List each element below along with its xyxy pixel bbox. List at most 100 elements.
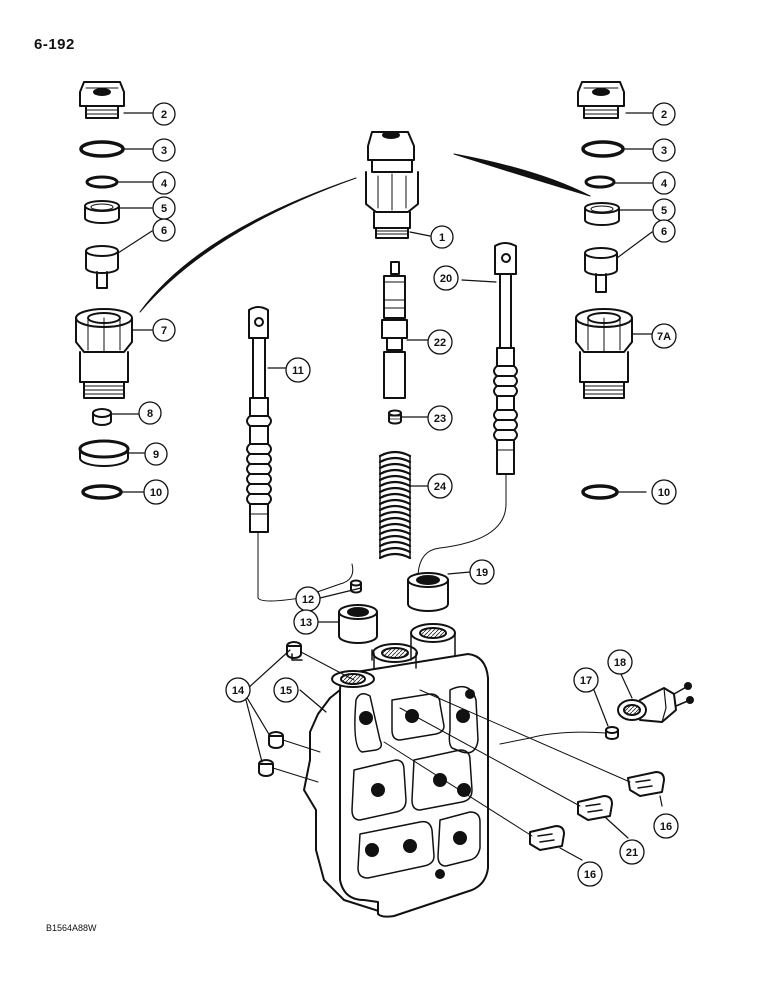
plug-part-left [79, 81, 125, 119]
callout-label: 14 [232, 685, 245, 697]
retaining-clip-part-upper [627, 771, 665, 797]
poppet-part-right [584, 247, 618, 293]
callout-14-25: 14 [225, 677, 251, 703]
callout-label: 7A [657, 331, 671, 343]
screw-part-2 [268, 731, 284, 749]
callout-label: 17 [580, 675, 592, 687]
callout-6-4: 6 [152, 218, 176, 242]
callout-18-28: 18 [607, 649, 633, 675]
callout-label: 3 [661, 145, 667, 157]
callout-20-21: 20 [433, 265, 459, 291]
shift-spool-part-right [493, 242, 518, 475]
callout-label: 16 [584, 869, 596, 881]
pressure-switch-part [617, 682, 694, 723]
callout-label: 8 [147, 408, 153, 420]
callout-label: 9 [153, 449, 159, 461]
spool-part [381, 261, 408, 399]
callout-11-20: 11 [285, 357, 311, 383]
callout-8-6: 8 [138, 401, 162, 425]
retaining-clip-part-middle [577, 795, 613, 821]
callout-7a-14: 7A [651, 323, 677, 349]
spool-bushing-part-left [338, 604, 378, 644]
callout-label: 18 [614, 657, 626, 669]
callout-23-18: 23 [427, 405, 453, 431]
callout-label: 10 [150, 487, 162, 499]
callout-label: 11 [292, 365, 304, 377]
callout-label: 20 [440, 273, 452, 285]
callout-label: 15 [280, 685, 292, 697]
callout-5-12: 5 [652, 198, 676, 222]
callout-label: 10 [658, 487, 670, 499]
o-ring-part-right [581, 140, 625, 158]
callout-label: 2 [661, 109, 667, 121]
callout-10-15: 10 [651, 479, 677, 505]
callout-17-27: 17 [573, 667, 599, 693]
backup-ring-part-right [584, 175, 616, 189]
assembly-arrow-left [139, 177, 357, 313]
relief-valve-body-part-7a [575, 308, 633, 399]
callout-16-31: 16 [577, 861, 603, 887]
callout-3-1: 3 [152, 138, 176, 162]
poppet-part-left [85, 245, 119, 289]
callout-5-3: 5 [152, 196, 176, 220]
callout-label: 12 [302, 594, 314, 606]
assembly-arrow-right [453, 153, 591, 197]
retaining-clip-part-lower [529, 825, 565, 851]
valve-cap-part [365, 131, 419, 239]
callout-label: 6 [661, 226, 667, 238]
small-bushing-part [92, 408, 112, 426]
orifice-plug-part [350, 579, 362, 594]
callout-22-17: 22 [427, 329, 453, 355]
o-ring-large-part-left [81, 484, 123, 500]
plug-part-right [577, 81, 625, 119]
callout-16-29: 16 [653, 813, 679, 839]
plug-small-part [388, 409, 402, 425]
callout-label: 21 [626, 847, 638, 859]
callout-label: 1 [439, 232, 445, 244]
callout-21-30: 21 [619, 839, 645, 865]
shift-spool-part-left [246, 306, 272, 533]
callout-7-5: 7 [152, 318, 176, 342]
callout-1-16: 1 [430, 225, 454, 249]
small-plug-fitting-part [605, 726, 619, 740]
callout-12-23: 12 [295, 586, 321, 612]
callout-2-0: 2 [152, 102, 176, 126]
callout-2-9: 2 [652, 102, 676, 126]
callout-9-7: 9 [144, 442, 168, 466]
callout-10-8: 10 [143, 479, 169, 505]
callout-label: 24 [434, 481, 447, 493]
callout-label: 4 [161, 178, 168, 190]
seal-ring-part-left [84, 200, 120, 224]
callout-label: 5 [161, 203, 167, 215]
callout-label: 6 [161, 225, 167, 237]
callout-label: 4 [661, 178, 668, 190]
callout-label: 2 [161, 109, 167, 121]
callout-24-19: 24 [427, 473, 453, 499]
callout-4-11: 4 [652, 171, 676, 195]
callout-label: 16 [660, 821, 672, 833]
callout-15-26: 15 [273, 677, 299, 703]
relief-valve-body-part [75, 308, 133, 399]
o-ring-large-part-right [581, 484, 619, 500]
seal-ring-part-right [584, 202, 620, 226]
screw-part-3 [258, 759, 274, 777]
valve-body-block-part [303, 623, 489, 918]
callout-13-24: 13 [293, 609, 319, 635]
callout-4-2: 4 [152, 171, 176, 195]
o-ring-part-left [79, 140, 125, 158]
page-number: 6-192 [34, 36, 75, 53]
callout-19-22: 19 [469, 559, 495, 585]
spring-part [378, 450, 412, 560]
screw-part-1 [286, 641, 303, 661]
callout-label: 5 [661, 205, 667, 217]
callout-label: 19 [476, 567, 488, 579]
callout-label: 22 [434, 337, 446, 349]
callout-3-10: 3 [652, 138, 676, 162]
callout-label: 13 [300, 617, 312, 629]
spool-bushing-part-right [407, 572, 449, 612]
callout-label: 3 [161, 145, 167, 157]
figure-code: B1564A88W [46, 923, 97, 933]
washer-part [78, 439, 130, 467]
backup-ring-part-left [85, 175, 119, 189]
